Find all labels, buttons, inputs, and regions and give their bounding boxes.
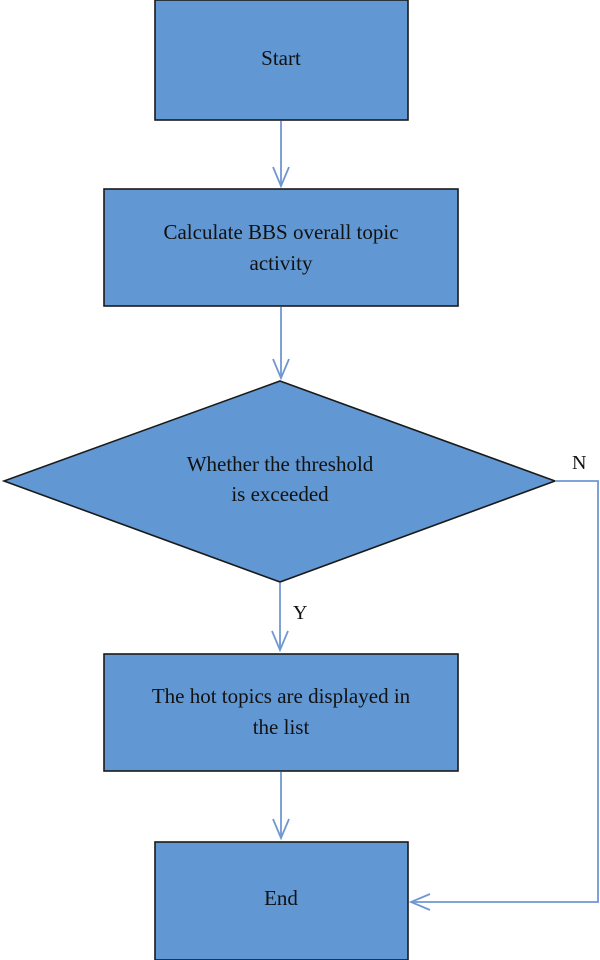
end-label: End	[264, 886, 298, 910]
display-label-line1: The hot topics are displayed in	[152, 684, 411, 708]
arrowhead-display	[271, 630, 289, 653]
display-label-line2: the list	[253, 715, 310, 739]
arrowhead-end	[272, 818, 290, 841]
arrowhead-decision	[272, 358, 290, 381]
calculate-label-line2: activity	[250, 251, 313, 275]
decision-label-line1: Whether the threshold	[187, 452, 374, 476]
arrowhead-calculate	[272, 166, 290, 189]
start-node	[154, 0, 409, 121]
arrowhead-end-no	[408, 893, 431, 911]
decision-node	[1, 380, 558, 583]
start-label: Start	[261, 46, 301, 70]
no-edge-label: N	[572, 452, 586, 474]
calculate-node	[103, 188, 459, 307]
display-node	[103, 653, 459, 772]
end-node	[154, 841, 409, 960]
calculate-label-line1: Calculate BBS overall topic	[163, 220, 398, 244]
yes-edge-label: Y	[293, 602, 307, 624]
arrow-decision-no-to-end	[411, 480, 599, 903]
decision-label-line2: is exceeded	[231, 482, 329, 506]
